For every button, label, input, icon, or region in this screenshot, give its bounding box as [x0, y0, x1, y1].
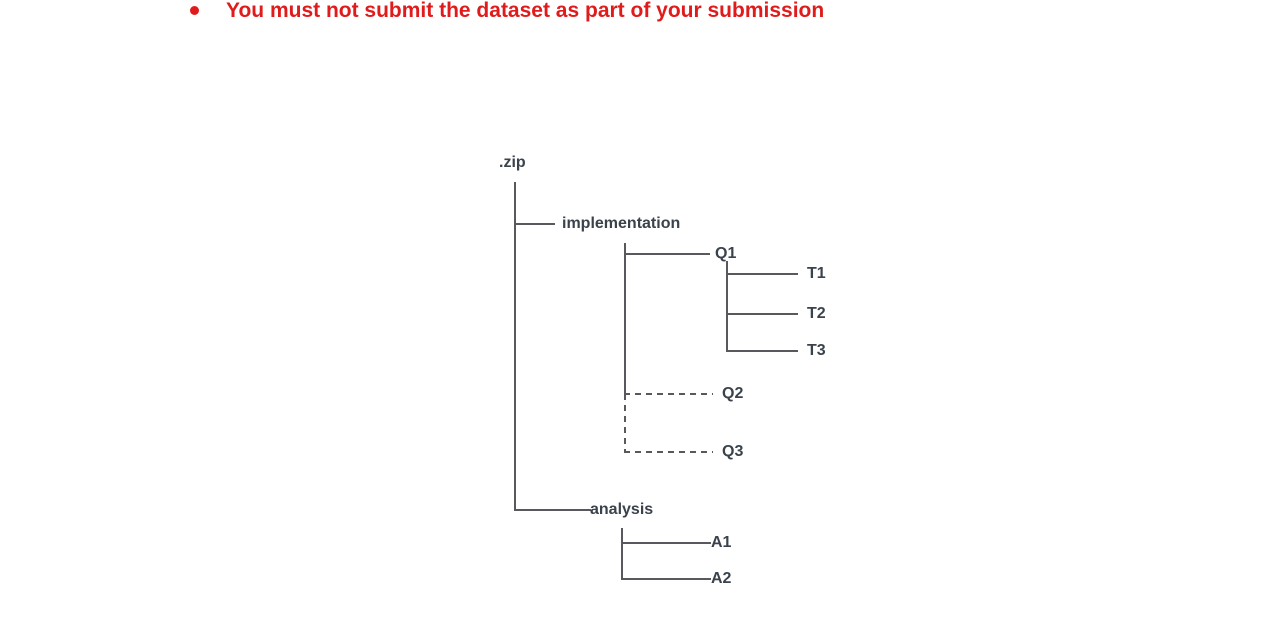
- tree-node-a1: A1: [711, 534, 732, 551]
- tree-line-to-a1: [621, 542, 711, 544]
- tree-node-t3: T3: [807, 342, 826, 359]
- tree-node-zip: .zip: [499, 154, 526, 171]
- notice-text: You must not submit the dataset as part …: [226, 0, 825, 22]
- tree-node-analysis: analysis: [590, 501, 654, 518]
- tree-line-to-q2-dashed: [624, 393, 713, 395]
- tree-line-zip-trunk: [514, 182, 516, 511]
- tree-node-t1: T1: [807, 265, 826, 282]
- tree-node-a2: A2: [711, 570, 732, 587]
- tree-line-to-t2: [726, 313, 798, 315]
- tree-line-analysis-trunk: [621, 528, 623, 580]
- tree-line-to-q3-dashed: [624, 451, 713, 453]
- tree-node-q3: Q3: [722, 443, 744, 460]
- tree-line-to-t3: [726, 350, 798, 352]
- tree-line-implementation-trunk: [624, 243, 626, 394]
- tree-line-q1-trunk: [726, 261, 728, 352]
- tree-line-to-a2: [621, 578, 711, 580]
- tree-node-q1: Q1: [715, 245, 737, 262]
- tree-line-to-t1: [726, 273, 798, 275]
- tree-node-t2: T2: [807, 305, 826, 322]
- tree-line-to-analysis: [514, 509, 591, 511]
- tree-node-q2: Q2: [722, 385, 744, 402]
- tree-line-to-implementation: [514, 223, 555, 225]
- tree-line-q2-q3-trunk-dashed: [624, 394, 626, 452]
- tree-node-implementation: implementation: [562, 215, 681, 232]
- bullet-icon: [190, 6, 199, 15]
- tree-line-to-q1: [624, 253, 710, 255]
